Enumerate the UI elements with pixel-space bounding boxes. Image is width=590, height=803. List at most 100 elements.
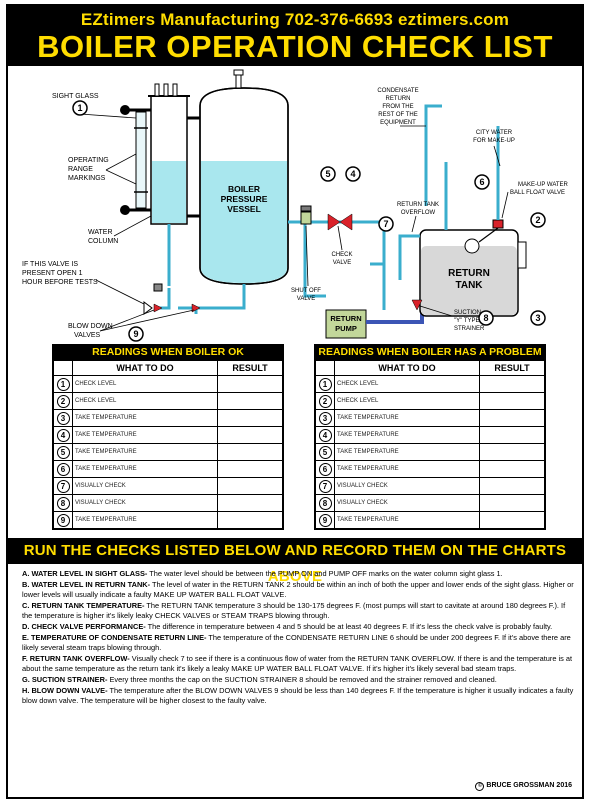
row-number: 3 bbox=[56, 411, 70, 425]
company-line: EZtimers Manufacturing 702-376-6693 ezti… bbox=[80, 10, 510, 29]
tank-label-2: TANK bbox=[455, 280, 483, 291]
makeup-label-2: BALL FLOAT VALVE bbox=[510, 190, 565, 196]
svg-text:6: 6 bbox=[479, 177, 484, 187]
check-item-d: D. CHECK VALVE PERFORMANCE- The differen… bbox=[22, 622, 553, 631]
result-cell[interactable] bbox=[217, 494, 283, 512]
task-cell: TAKE TEMPERATURE bbox=[334, 460, 480, 478]
svg-text:9: 9 bbox=[133, 329, 138, 339]
row-number: 8 bbox=[318, 496, 332, 510]
marker-5: 5 bbox=[320, 166, 336, 182]
result-cell[interactable] bbox=[479, 392, 545, 410]
readings-problem-chart: READINGS WHEN BOILER HAS A PROBLEM WHAT … bbox=[314, 344, 546, 530]
readings-problem-title: READINGS WHEN BOILER HAS A PROBLEM bbox=[315, 345, 545, 360]
check-item-h: H. BLOW DOWN VALVE- The temperature afte… bbox=[22, 686, 574, 705]
result-cell[interactable] bbox=[479, 375, 545, 393]
task-cell: TAKE TEMPERATURE bbox=[334, 426, 480, 444]
result-cell[interactable] bbox=[479, 511, 545, 529]
author-credit: © BRUCE GROSSMAN 2016 bbox=[475, 782, 572, 791]
sight-glass-label: SIGHT GLASS bbox=[52, 93, 99, 100]
task-cell: CHECK LEVEL bbox=[72, 392, 218, 410]
marker-7: 7 bbox=[378, 216, 394, 232]
tank-label-1: RETURN bbox=[448, 268, 490, 279]
condensate-label-2: RETURN bbox=[386, 96, 411, 102]
row-number: 9 bbox=[318, 513, 332, 527]
row-number: 6 bbox=[318, 462, 332, 476]
result-cell[interactable] bbox=[479, 443, 545, 461]
task-cell: TAKE TEMPERATURE bbox=[72, 511, 218, 529]
row-number: 7 bbox=[56, 479, 70, 493]
check-item-f: F. RETURN TANK OVERFLOW- Visually check … bbox=[22, 654, 573, 673]
result-header: RESULT bbox=[217, 360, 283, 376]
pump-label-2: PUMP bbox=[335, 324, 357, 333]
markers: 1 2 3 4 5 6 7 8 9 bbox=[72, 100, 546, 342]
result-cell[interactable] bbox=[217, 409, 283, 427]
svg-text:7: 7 bbox=[383, 219, 388, 229]
what-header: WHAT TO DO bbox=[72, 360, 218, 376]
row-number: 7 bbox=[318, 479, 332, 493]
marker-9: 9 bbox=[128, 326, 144, 342]
suction-label-3: STRAINER bbox=[454, 326, 485, 332]
page-title: BOILER OPERATION CHECK LIST bbox=[37, 29, 553, 64]
city-water-label-2: FOR MAKE-UP bbox=[473, 138, 515, 144]
shutoff-label-2: VALVE bbox=[297, 296, 315, 302]
water-column bbox=[120, 83, 200, 286]
result-cell[interactable] bbox=[217, 392, 283, 410]
task-cell: TAKE TEMPERATURE bbox=[334, 409, 480, 427]
result-cell[interactable] bbox=[217, 477, 283, 495]
blowdown-label-1: BLOW DOWN bbox=[68, 323, 113, 330]
result-cell[interactable] bbox=[479, 426, 545, 444]
return-tank: RETURN TANK bbox=[398, 104, 527, 317]
task-cell: TAKE TEMPERATURE bbox=[72, 460, 218, 478]
marker-6: 6 bbox=[474, 174, 490, 190]
valve-note-1: IF THIS VALVE IS bbox=[22, 261, 78, 268]
pointer-lines bbox=[77, 101, 509, 332]
diagram-labels: SIGHT GLASS OPERATING RANGE MARKINGS WAT… bbox=[22, 88, 569, 339]
result-cell[interactable] bbox=[479, 409, 545, 427]
check-valve-label-2: VALVE bbox=[333, 260, 351, 266]
result-cell[interactable] bbox=[479, 460, 545, 478]
readings-ok-title: READINGS WHEN BOILER OK bbox=[53, 345, 283, 360]
result-cell[interactable] bbox=[479, 477, 545, 495]
task-cell: TAKE TEMPERATURE bbox=[72, 426, 218, 444]
svg-text:4: 4 bbox=[350, 169, 355, 179]
shutoff-label-1: SHUT OFF bbox=[291, 288, 321, 294]
svg-text:2: 2 bbox=[535, 215, 540, 225]
valve-note-2: PRESENT OPEN 1 bbox=[22, 270, 83, 277]
result-cell[interactable] bbox=[217, 443, 283, 461]
result-cell[interactable] bbox=[479, 494, 545, 512]
checks-list: A. WATER LEVEL IN SIGHT GLASS- The water… bbox=[22, 569, 576, 707]
marker-2: 2 bbox=[530, 212, 546, 228]
marker-1: 1 bbox=[72, 100, 88, 116]
boiler-label-1: BOILER bbox=[228, 184, 260, 194]
blow-down-piping bbox=[143, 283, 246, 315]
row-number: 9 bbox=[56, 513, 70, 527]
result-cell[interactable] bbox=[217, 460, 283, 478]
task-cell: TAKE TEMPERATURE bbox=[72, 443, 218, 461]
check-item-a: A. WATER LEVEL IN SIGHT GLASS- The water… bbox=[22, 569, 503, 578]
pump-label-1: RETURN bbox=[330, 314, 361, 323]
overflow-label-1: RETURN TANK bbox=[397, 202, 439, 208]
row-number: 3 bbox=[318, 411, 332, 425]
result-cell[interactable] bbox=[217, 511, 283, 529]
svg-text:3: 3 bbox=[535, 313, 540, 323]
check-valve-label-1: CHECK bbox=[331, 252, 352, 258]
result-cell[interactable] bbox=[217, 375, 283, 393]
row-number: 2 bbox=[318, 394, 332, 408]
row-number: 4 bbox=[318, 428, 332, 442]
range-label-1: OPERATING bbox=[68, 157, 109, 164]
row-number: 1 bbox=[318, 377, 332, 391]
what-header: WHAT TO DO bbox=[334, 360, 480, 376]
result-cell[interactable] bbox=[217, 426, 283, 444]
column-label-1: WATER bbox=[88, 229, 113, 236]
